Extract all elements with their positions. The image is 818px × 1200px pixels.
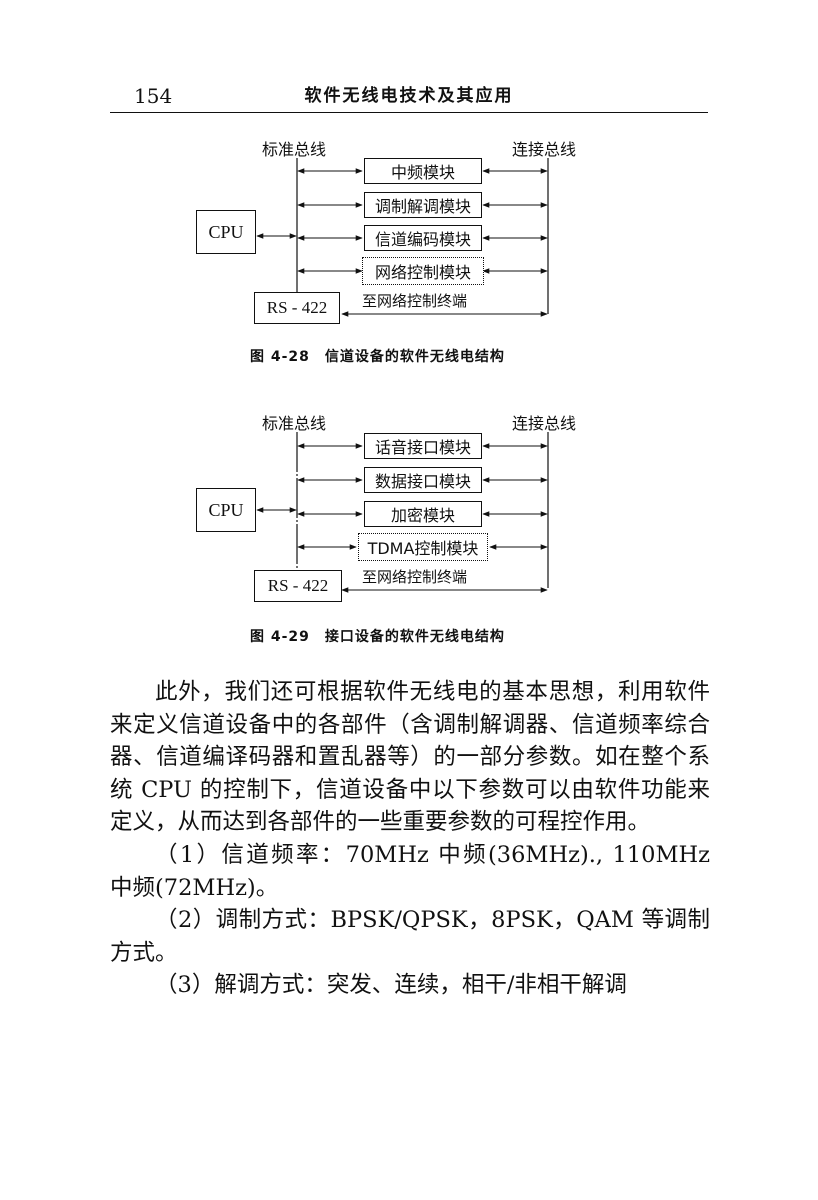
link-label: 至网络控制终端	[362, 568, 468, 586]
module-right-arrows	[482, 443, 548, 550]
paragraph-item-1: （1）信道频率：70MHz 中频(36MHz)., 110MHz 中频(72MH…	[110, 841, 710, 901]
paragraph-item-3: （3）解调方式：突发、连续，相干/非相干解调	[155, 972, 627, 999]
figure-4-29: 标准总线 连接总线 CPU 话音接口模块 数据接口模块 加密模块 TDMA控制模…	[190, 410, 610, 602]
rs422-box: RS - 422	[254, 292, 340, 324]
running-title: 软件无线电技术及其应用	[304, 86, 514, 106]
paragraph-item-2: （2）调制方式：BPSK/QPSK，8PSK，QAM 等调制方式。	[110, 907, 710, 966]
module-channel-coding: 信道编码模块	[364, 225, 482, 251]
standard-bus-label: 标准总线	[262, 414, 327, 433]
module-network-control: 网络控制模块	[362, 257, 484, 285]
paragraph-intro: 此外，我们还可根据软件无线电的基本思想，利用软件来定义信道设备中的各部件（含调制…	[110, 679, 710, 836]
module-right-arrows	[482, 168, 548, 274]
page-header: 154 软件无线电技术及其应用	[110, 84, 708, 114]
module-left-arrows	[297, 168, 363, 274]
module-data-interface: 数据接口模块	[364, 467, 482, 493]
module-modem: 调制解调模块	[364, 192, 482, 218]
figure-4-28-caption: 图 4-28 信道设备的软件无线电结构	[250, 349, 505, 365]
link-label: 至网络控制终端	[362, 292, 468, 310]
figure-4-28: 标准总线 连接总线 CPU 中频模块 调制解调模块 信道编码模块 网络控制模块 …	[190, 136, 610, 326]
module-left-arrows	[297, 443, 363, 550]
body-text: 此外，我们还可根据软件无线电的基本思想，利用软件来定义信道设备中的各部件（含调制…	[110, 676, 710, 1002]
module-encryption: 加密模块	[364, 501, 482, 527]
connect-bus-label: 连接总线	[512, 414, 577, 433]
module-voice-interface: 话音接口模块	[364, 433, 482, 459]
rs422-box: RS - 422	[254, 570, 342, 602]
page-number: 154	[134, 84, 173, 108]
connect-bus-label: 连接总线	[512, 140, 577, 159]
figure-4-28-lines	[256, 158, 549, 317]
standard-bus-label: 标准总线	[262, 140, 327, 159]
figure-4-29-caption: 图 4-29 接口设备的软件无线电结构	[250, 629, 505, 645]
module-if: 中频模块	[364, 158, 482, 184]
header-rule	[110, 112, 708, 113]
figure-4-29-lines	[256, 432, 549, 593]
cpu-box: CPU	[196, 488, 256, 532]
module-tdma-control: TDMA控制模块	[358, 533, 488, 561]
cpu-box: CPU	[196, 210, 256, 254]
